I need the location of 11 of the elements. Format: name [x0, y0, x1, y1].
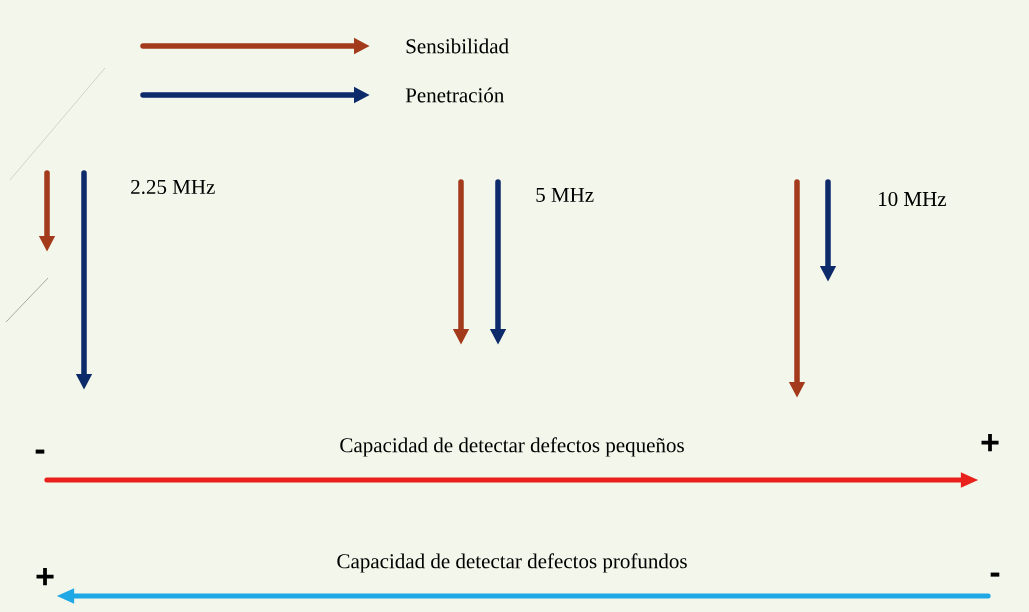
scale-sign: - — [35, 449, 45, 454]
legend-label: Sensibilidad — [406, 38, 509, 54]
legend-label: Penetración — [405, 87, 504, 103]
edge-label: Capacidad de detectar defectos pequeños — [340, 437, 684, 457]
frequency-label: 2.25 MHz — [131, 179, 215, 195]
frequency-label: 10 MHz — [879, 191, 946, 207]
edge-label: Capacidad de detectar defectos profundos — [337, 553, 687, 573]
scale-sign: + — [36, 568, 54, 586]
scale-sign: + — [981, 434, 999, 452]
scale-sign: - — [990, 572, 1000, 577]
frequency-label: 5 MHz — [536, 188, 594, 202]
